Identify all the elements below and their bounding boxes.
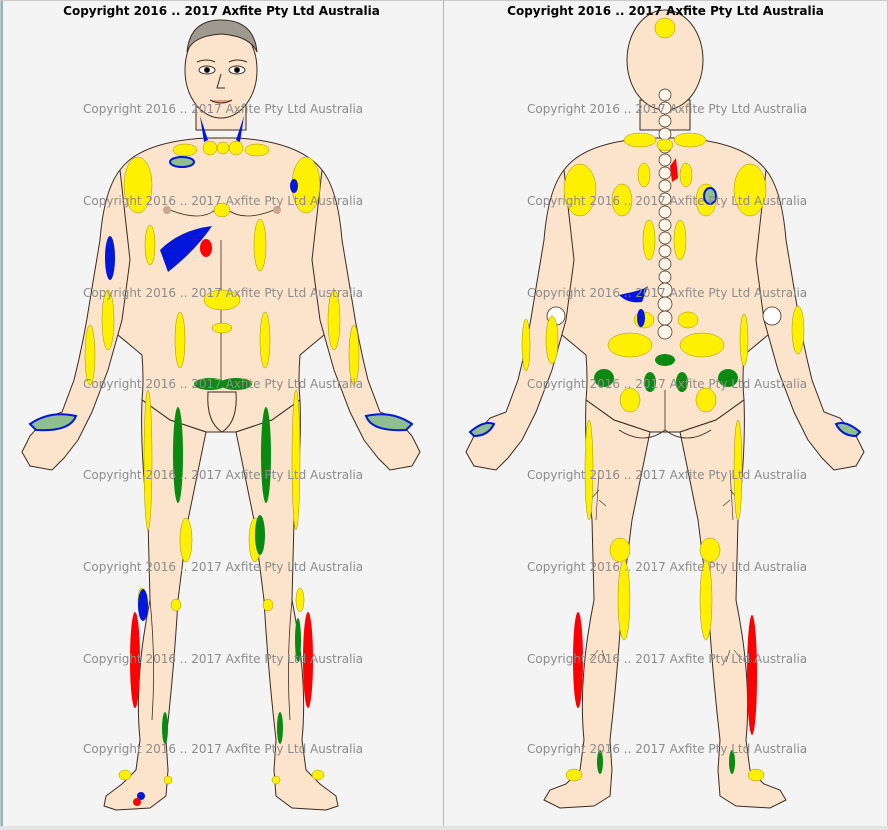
- groin: [207, 391, 237, 433]
- front-net-regions: [28, 156, 414, 432]
- back-caption: Copyright 2016 .. 2017 Axfite Pty Ltd Au…: [507, 4, 824, 18]
- arm-left: [21, 168, 131, 471]
- front-green-regions: [162, 378, 301, 744]
- panel-divider: [443, 0, 444, 826]
- watermark-text: Copyright 2016 .. 2017 Axfite Pty Ltd Au…: [83, 194, 364, 208]
- bottom-status-strip: [0, 826, 888, 830]
- watermark-text: Copyright 2016 .. 2017 Axfite Pty Ltd Au…: [83, 468, 364, 482]
- watermark-text: Copyright 2016 .. 2017 Axfite Pty Ltd Au…: [527, 286, 808, 300]
- watermark-text: Copyright 2016 .. 2017 Axfite Pty Ltd Au…: [527, 468, 808, 482]
- window-edge: [1, 1, 3, 827]
- front-view-panel[interactable]: Copyright 2016 .. 2017 Axfite Pty Ltd Au…: [0, 0, 443, 826]
- nipple-right: [273, 206, 281, 214]
- watermark-text: Copyright 2016 .. 2017 Axfite Pty Ltd Au…: [83, 102, 364, 116]
- front-red-regions: [130, 239, 313, 806]
- watermark-text: Copyright 2016 .. 2017 Axfite Pty Ltd Au…: [527, 194, 808, 208]
- arm-right: [311, 168, 421, 471]
- watermark-text: Copyright 2016 .. 2017 Axfite Pty Ltd Au…: [527, 560, 808, 574]
- watermark-text: Copyright 2016 .. 2017 Axfite Pty Ltd Au…: [83, 652, 364, 666]
- front-yellow-regions: [84, 140, 360, 785]
- back-blue-regions: [619, 286, 648, 327]
- back-net-regions: [468, 187, 862, 438]
- arm-right: [755, 168, 865, 471]
- front-body-figure: [21, 19, 421, 811]
- watermark-text: Copyright 2016 .. 2017 Axfite Pty Ltd Au…: [527, 377, 808, 391]
- back-green-regions: [594, 354, 738, 774]
- nipple-left: [163, 206, 171, 214]
- back-red-regions: [573, 158, 757, 735]
- back-yellow-regions: [521, 17, 805, 782]
- face: [196, 59, 248, 104]
- front-body-outline: [21, 21, 421, 811]
- watermark-text: Copyright 2016 .. 2017 Axfite Pty Ltd Au…: [83, 286, 364, 300]
- hair: [186, 19, 258, 53]
- watermark-text: Copyright 2016 .. 2017 Axfite Pty Ltd Au…: [83, 377, 364, 391]
- watermark-text: Copyright 2016 .. 2017 Axfite Pty Ltd Au…: [527, 742, 808, 756]
- back-body-figure: [465, 9, 865, 809]
- watermark-text: Copyright 2016 .. 2017 Axfite Pty Ltd Au…: [83, 560, 364, 574]
- watermark-text: Copyright 2016 .. 2017 Axfite Pty Ltd Au…: [83, 742, 364, 756]
- watermark-text: Copyright 2016 .. 2017 Axfite Pty Ltd Au…: [527, 652, 808, 666]
- front-blue-regions: [105, 116, 298, 800]
- front-caption: Copyright 2016 .. 2017 Axfite Pty Ltd Au…: [63, 4, 380, 18]
- back-contour-lines: [589, 469, 743, 663]
- spine: [657, 88, 673, 340]
- watermark-text: Copyright 2016 .. 2017 Axfite Pty Ltd Au…: [527, 102, 808, 116]
- buttocks-line: [618, 390, 712, 439]
- back-view-panel[interactable]: Copyright 2016 .. 2017 Axfite Pty Ltd Au…: [444, 0, 887, 826]
